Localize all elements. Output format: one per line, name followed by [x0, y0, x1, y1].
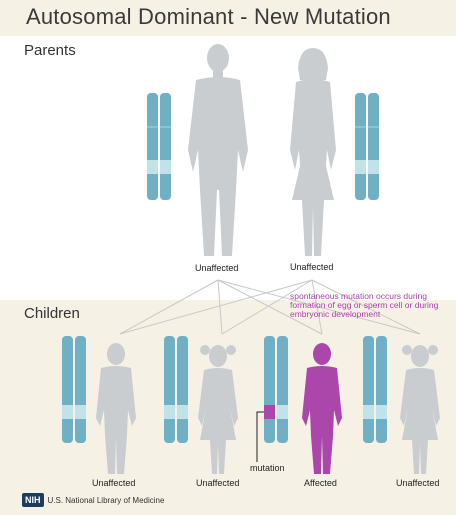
- child1-figure: [96, 343, 136, 474]
- father-figure: [188, 44, 248, 256]
- child3-figure-affected: [302, 343, 342, 474]
- mother-status-label: Unaffected: [290, 262, 333, 272]
- father-status-label: Unaffected: [195, 263, 238, 273]
- father-chromosome-pair: [147, 93, 171, 200]
- nih-footer: NIH U.S. National Library of Medicine: [22, 493, 164, 507]
- child1-chromosome-pair: [62, 336, 86, 443]
- child3-chromosome-pair: [257, 336, 288, 462]
- child1-status-label: Unaffected: [92, 478, 135, 488]
- section-parents-heading: Parents: [24, 42, 76, 59]
- child4-chromosome-pair: [363, 336, 387, 443]
- child2-chromosome-pair: [164, 336, 188, 443]
- mother-chromosome-pair: [355, 93, 379, 200]
- nih-logo: NIH: [22, 493, 44, 507]
- diagram-title: Autosomal Dominant - New Mutation: [26, 4, 391, 30]
- nlm-org-name: U.S. National Library of Medicine: [48, 496, 165, 505]
- mutation-annotation: spontaneous mutation occurs during forma…: [290, 292, 455, 319]
- child2-figure: [198, 345, 238, 474]
- section-children-heading: Children: [24, 305, 80, 322]
- child3-status-label: Affected: [304, 478, 337, 488]
- mutation-label: mutation: [250, 463, 285, 473]
- child4-figure: [400, 345, 440, 474]
- mother-figure: [290, 48, 336, 256]
- child4-status-label: Unaffected: [396, 478, 439, 488]
- child2-status-label: Unaffected: [196, 478, 239, 488]
- mutation-marker: [264, 405, 275, 419]
